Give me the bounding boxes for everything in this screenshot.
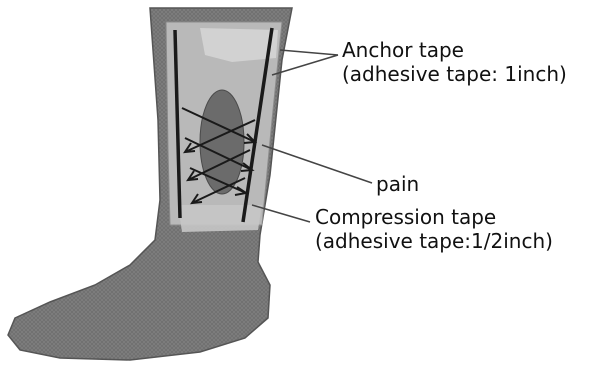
pain-title: pain	[376, 172, 419, 196]
anchor-tape-detail: (adhesive tape: 1inch)	[342, 62, 567, 86]
compression-tape-detail: (adhesive tape:1/2inch)	[315, 229, 553, 253]
anchor-tape-title: Anchor tape	[342, 38, 567, 62]
pain-label: pain	[376, 172, 419, 196]
compression-tape-label: Compression tape (adhesive tape:1/2inch)	[315, 205, 553, 253]
leader-anchor-upper	[280, 50, 338, 55]
tape-bottom-patch	[178, 205, 262, 232]
compression-tape-title: Compression tape	[315, 205, 553, 229]
anchor-tape-label: Anchor tape (adhesive tape: 1inch)	[342, 38, 567, 86]
leader-pain	[262, 145, 372, 183]
